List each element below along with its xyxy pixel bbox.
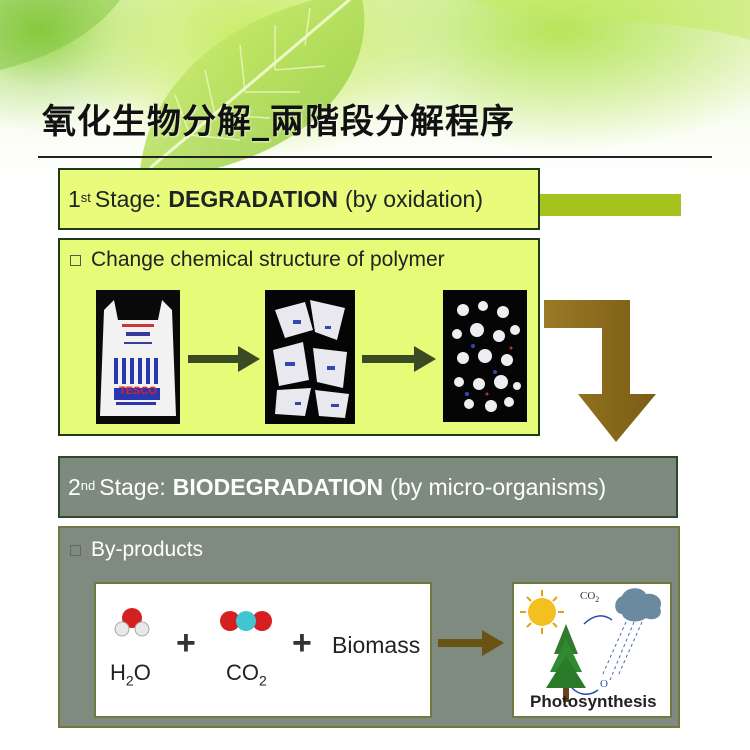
header-background xyxy=(0,0,750,180)
title-underline xyxy=(38,156,712,158)
photosynthesis-co2-label: CO2 xyxy=(580,590,600,605)
stage2-prefix: Stage: xyxy=(99,473,166,500)
stage2-ordinal: 2 xyxy=(68,473,81,500)
photosynthesis-label: Photosynthesis xyxy=(530,692,657,711)
co2-molecule-icon xyxy=(220,611,272,631)
stage1-bullet-text: Change chemical structure of polymer xyxy=(91,248,445,271)
stage1-ordinal: 1 xyxy=(68,185,81,212)
plus-sign-1: + xyxy=(176,624,196,662)
water-formula: H2O xyxy=(110,660,151,689)
stage2-qualifier: (by micro-organisms) xyxy=(390,473,607,500)
leaf-icon xyxy=(0,0,750,170)
stage1-name: DEGRADATION xyxy=(168,185,338,212)
byproducts-box: H2O + CO2 + Biomass xyxy=(94,582,432,718)
stage1-extension-white xyxy=(540,168,681,192)
stage1-extension-green xyxy=(540,194,681,216)
stage1-panel: Change chemical structure of polymer TES… xyxy=(58,238,540,436)
process-arrow-2-icon xyxy=(362,346,436,372)
plastic-fragments-image-1 xyxy=(265,290,355,424)
bullet-square-icon xyxy=(70,544,81,556)
biomass-label: Biomass xyxy=(332,632,421,658)
water-molecule-icon xyxy=(114,608,150,637)
co2-formula: CO2 xyxy=(226,660,267,689)
stage1-bullet: Change chemical structure of polymer xyxy=(70,248,445,272)
plus-sign-2: + xyxy=(292,624,312,662)
stage2-bullet: By-products xyxy=(70,538,203,562)
stage2-panel: By-products H2O + CO2 + Biomass xyxy=(58,526,680,728)
photosynthesis-illustration-icon xyxy=(520,588,662,702)
process-arrow-1-icon xyxy=(188,346,260,372)
stage1-ordinal-suffix: st xyxy=(80,189,91,205)
stage1-prefix: Stage: xyxy=(94,185,162,212)
stage-transition-arrow-icon xyxy=(544,300,656,442)
stage2-name: BIODEGRADATION xyxy=(172,473,384,500)
plastic-fragments-image-2 xyxy=(443,290,527,422)
photosynthesis-o-label: O xyxy=(600,678,608,690)
byproducts-arrow-icon xyxy=(438,630,504,656)
stage1-qualifier: (by oxidation) xyxy=(344,185,484,212)
page-title: 氧化生物分解_兩階段分解程序 xyxy=(42,102,515,142)
photosynthesis-box: CO2 O Photosynthesis xyxy=(512,582,672,718)
bullet-square-icon xyxy=(70,254,81,266)
stage2-ordinal-suffix: nd xyxy=(80,477,96,493)
bag-brand-label: TESCO xyxy=(119,385,157,397)
stage2-bullet-text: By-products xyxy=(91,538,204,561)
plastic-bag-image xyxy=(96,290,180,424)
